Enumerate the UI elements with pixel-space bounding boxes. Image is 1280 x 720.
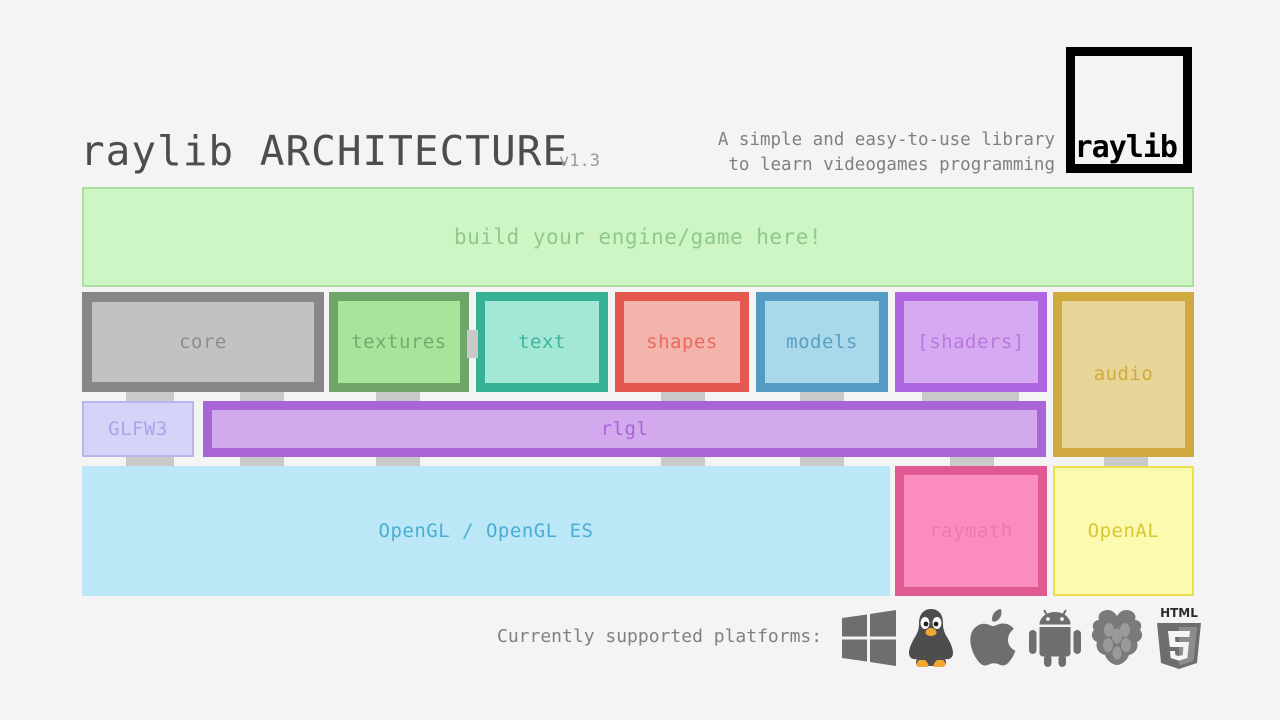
connector-rlgl-opengl-3 [661, 457, 705, 468]
connector-textures-text [467, 330, 478, 358]
module-glfw3: GLFW3 [82, 401, 194, 457]
module-glfw3-label: GLFW3 [108, 417, 168, 440]
windows-icon [838, 604, 900, 672]
apple-icon [962, 604, 1024, 672]
module-core: core [82, 292, 324, 392]
module-rlgl-label: rlgl [600, 417, 649, 440]
connector-audio-openal [1104, 457, 1148, 468]
module-raymath: raymath [895, 466, 1047, 596]
connector-rlgl-opengl-1 [240, 457, 284, 468]
page-title: raylib ARCHITECTURE [80, 127, 568, 175]
module-audio-label: audio [1093, 363, 1154, 385]
tagline-line-1: A simple and easy-to-use library [717, 130, 1055, 150]
module-opengl: OpenGL / OpenGL ES [82, 466, 890, 596]
module-text-label: text [518, 330, 566, 353]
module-text: text [476, 292, 608, 392]
module-audio: audio [1053, 292, 1194, 457]
connector-rlgl-opengl-2 [376, 457, 420, 468]
module-textures-label: textures [351, 330, 447, 353]
linux-tux-icon [900, 604, 962, 672]
html5-icon: HTML [1148, 604, 1210, 672]
platform-icons: HTML [838, 604, 1210, 672]
connector-textures-rlgl [376, 392, 420, 403]
tagline-line-2: to learn videogames programming [728, 155, 1055, 175]
tagline: A simple and easy-to-use library to lear… [718, 128, 1055, 178]
android-icon [1024, 604, 1086, 672]
connector-core-rlgl [240, 392, 284, 403]
build-your-engine-banner: build your engine/game here! [82, 187, 1194, 287]
module-shaders: [shaders] [895, 292, 1047, 392]
raylib-logo-text: raylib [1074, 130, 1178, 165]
supported-platforms-label: Currently supported platforms: [497, 626, 823, 647]
module-shapes-label: shapes [646, 330, 718, 353]
module-shaders-label: [shaders] [917, 330, 1025, 353]
svg-text:HTML: HTML [1160, 606, 1198, 620]
module-textures: textures [329, 292, 469, 392]
module-openal-label: OpenAL [1087, 519, 1160, 542]
connector-shaders-rlgl [922, 392, 1019, 403]
connector-core-glfw [126, 392, 174, 403]
module-rlgl: rlgl [203, 401, 1046, 457]
module-openal: OpenAL [1053, 466, 1194, 596]
connector-rlgl-raymath [950, 457, 994, 468]
raylib-logo: raylib [1066, 47, 1192, 173]
version-label: v1.3 [559, 151, 600, 171]
raspberry-pi-icon [1086, 604, 1148, 672]
connector-glfw-opengl [126, 457, 174, 468]
module-shapes: shapes [615, 292, 749, 392]
build-banner-label: build your engine/game here! [453, 224, 822, 249]
connector-rlgl-opengl-4 [800, 457, 844, 468]
module-models: models [756, 292, 888, 392]
module-core-label: core [179, 330, 227, 353]
connector-shapes-rlgl [661, 392, 705, 403]
connector-models-rlgl [800, 392, 844, 403]
module-opengl-label: OpenGL / OpenGL ES [378, 519, 594, 542]
module-raymath-label: raymath [929, 519, 1013, 542]
module-models-label: models [786, 330, 858, 353]
